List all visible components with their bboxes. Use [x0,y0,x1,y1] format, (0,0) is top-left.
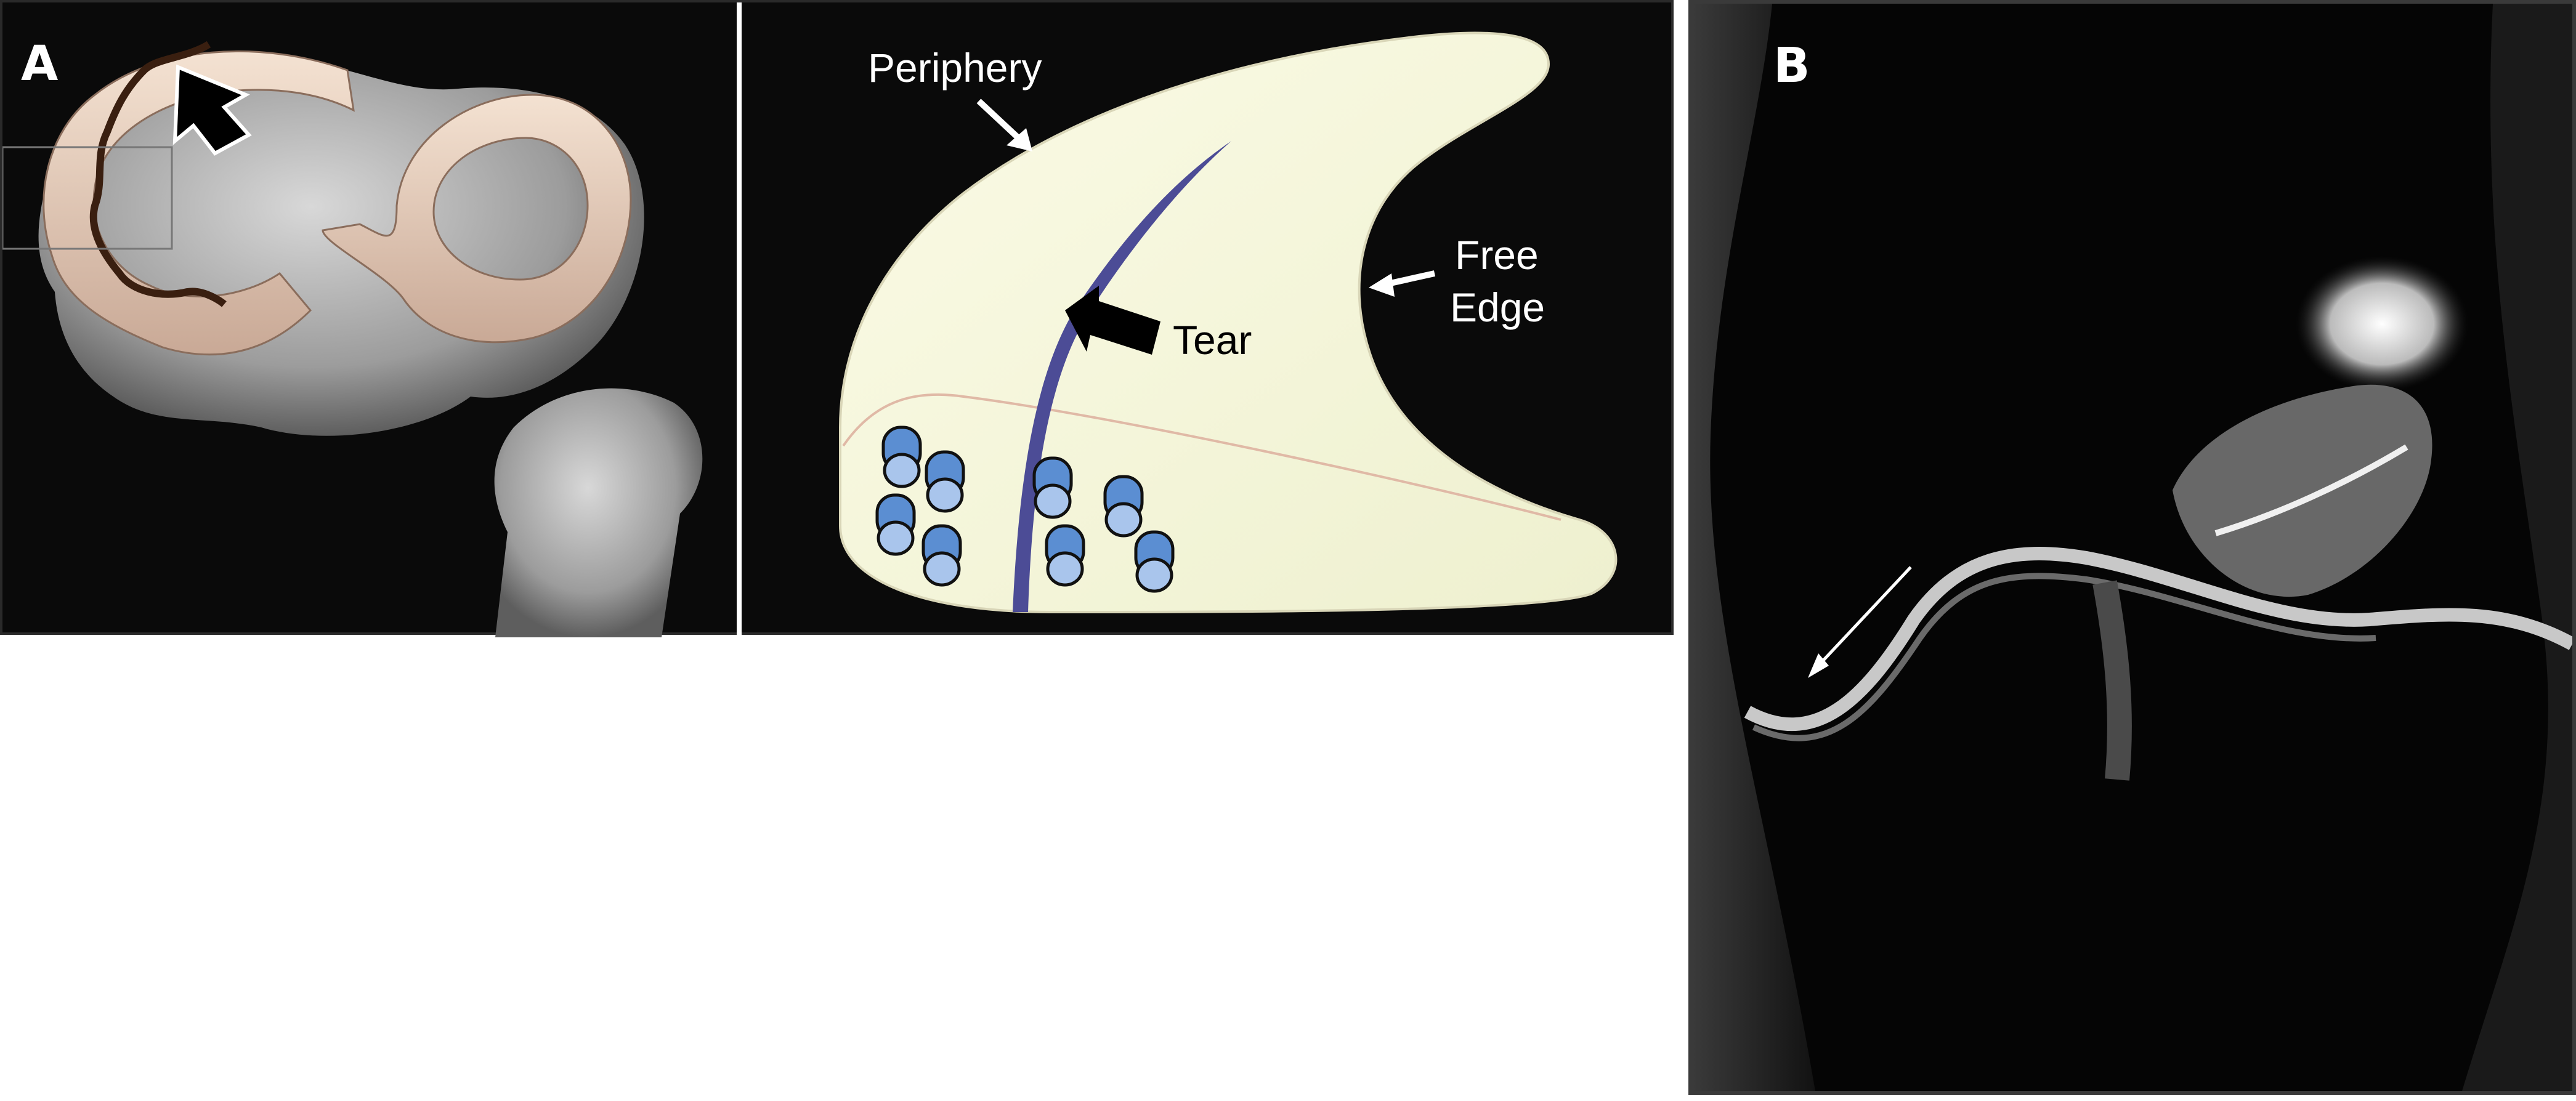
fiber-bundle [881,425,922,488]
fiber-bundle [925,450,965,513]
meniscus-cross-section [839,31,1618,614]
tear-channel [1013,141,1231,612]
panel-a-artwork [2,2,1618,637]
tear-arrow-b [1065,286,1160,355]
mri-cartilage-line [2214,444,2408,536]
mri-bone-fragment [2173,384,2432,597]
mri-joint-line [1744,547,2572,732]
panel-a-label: A [21,36,59,92]
mri-joint-line-shadow [1752,573,2376,741]
mri-soft-tissue-right [2462,4,2572,1091]
fiber-bundle [875,493,916,556]
tibial-plateau-render [2,41,703,637]
mri-image [1692,4,2572,1091]
panel-b: B [1688,0,2576,1095]
inset-box [2,146,173,250]
tear-arrow-a [172,64,252,156]
free-edge-label-line1: Free [1455,232,1539,278]
panel-b-label: B [1773,38,1810,94]
panel-a: A Periphery Tear Free Edge [0,0,1674,637]
fiber-bundle [1134,530,1175,593]
free-edge-label-line2: Edge [1450,284,1545,330]
mri-bright-signal [2296,256,2468,392]
periphery-label: Periphery [868,45,1042,91]
fibula-bone [494,388,703,637]
fiber-bundle [1032,456,1073,519]
free-edge-arrowhead [1369,273,1395,297]
fiber-layer-outline [842,393,1561,521]
mri-arrowhead [1808,653,1829,678]
periphery-arrowhead [1007,128,1032,151]
meniscal-tear-line [89,41,227,307]
fiber-bundles [875,425,1175,593]
mri-central-streak [2092,580,2132,781]
fiber-bundle [921,524,962,587]
fiber-bundle [1103,475,1144,538]
fiber-bundle [1045,524,1085,587]
lateral-meniscus [322,94,632,344]
panel-divider [737,2,742,637]
tear-label: Tear [1173,317,1252,363]
mri-soft-tissue-left [1692,4,1815,1091]
mri-arrow-line [1817,566,1912,667]
